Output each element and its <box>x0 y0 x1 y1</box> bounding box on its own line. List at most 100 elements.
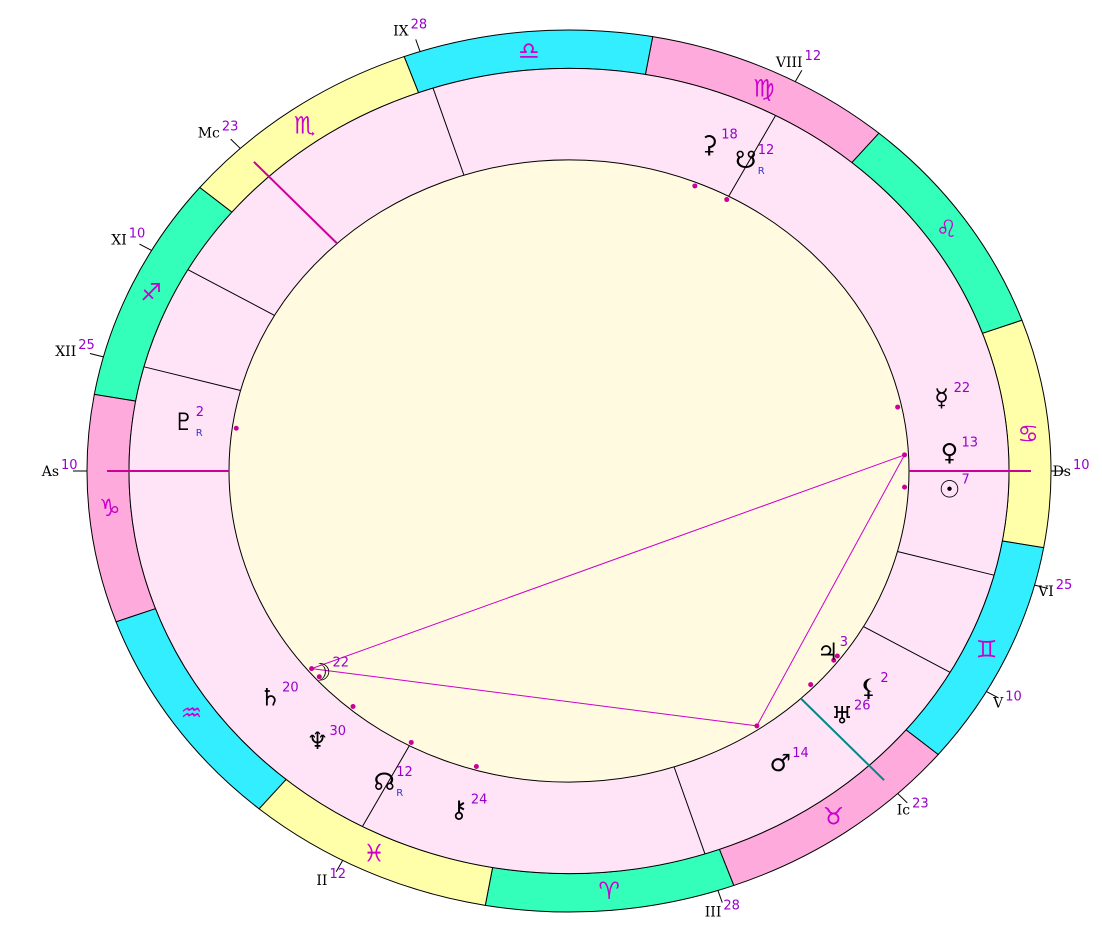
saturn-glyph: ♄ <box>259 683 281 711</box>
saturn-degree: 20 <box>282 680 299 695</box>
sun-degree: 7 <box>961 472 969 487</box>
cusp-name: V <box>992 695 1004 711</box>
cusp-line-11 <box>187 269 275 316</box>
cusp-tick-10 <box>230 138 241 149</box>
cusp-name: XII <box>55 344 76 360</box>
cancer-glyph: ♋ <box>1017 420 1039 448</box>
pisces-glyph: ♓ <box>363 839 385 867</box>
mars-marker <box>754 723 760 729</box>
south-node-glyph: ☋ <box>735 146 756 174</box>
north-node-retrograde: R <box>396 788 403 799</box>
moon-degree: 22 <box>333 655 350 670</box>
cusp-degree: 10 <box>1005 689 1022 704</box>
moon-marker <box>316 674 322 680</box>
libra-glyph: ♎ <box>518 37 540 65</box>
cusp-name: IX <box>393 24 409 40</box>
cusp-name: VIII <box>775 55 803 71</box>
jupiter-marker <box>834 653 840 659</box>
venus-marker <box>902 452 908 458</box>
venus-label: ♀13 <box>941 436 978 467</box>
cusp-tick-5 <box>986 691 999 699</box>
cusp-line-4 <box>800 697 870 767</box>
cusp-name: XI <box>111 233 127 249</box>
cusp-tick-4 <box>897 793 908 804</box>
lilith-marker <box>831 657 837 663</box>
cusp-degree: 10 <box>129 227 146 242</box>
ceres-label: ⚳18 <box>700 127 737 158</box>
cusp-line-2 <box>362 745 410 827</box>
chiron-glyph: ⚷ <box>450 796 468 824</box>
cusp-line-6 <box>897 551 995 576</box>
cusp-name: As <box>41 464 59 480</box>
pluto-glyph: ♇ <box>173 408 195 436</box>
pluto-label: ♇2R <box>173 405 204 439</box>
cusp-degree: 23 <box>222 119 239 134</box>
axis-line-ic <box>868 764 885 781</box>
cusp-name: VI <box>1037 584 1054 600</box>
cusp-tick-3 <box>717 890 723 903</box>
north-node-marker <box>408 739 414 745</box>
mars-degree: 14 <box>792 746 809 761</box>
pluto-marker <box>233 425 239 431</box>
cusp-degree: 23 <box>912 797 929 812</box>
cusp-name: Ic <box>897 803 911 819</box>
pluto-degree: 2 <box>196 405 204 420</box>
jupiter-degree: 3 <box>840 635 848 650</box>
cusp-degree: 12 <box>805 49 822 64</box>
cusp-tick-2 <box>335 860 344 872</box>
cusp-degree: 25 <box>1056 578 1073 593</box>
north-node-degree: 12 <box>396 765 413 780</box>
north-node-glyph: ☊ <box>374 768 395 796</box>
north-node-label: ☊12R <box>374 765 413 799</box>
uranus-glyph: ♅ <box>831 702 853 730</box>
zodiac-sign-ring: ♈♉♊♋♌♍♎♏♐♑♒♓ <box>86 29 1052 913</box>
uranus-degree: 26 <box>854 699 871 714</box>
cusp-degree: 10 <box>1073 458 1090 473</box>
chiron-label: ⚷24 <box>450 793 487 824</box>
chiron-degree: 24 <box>471 793 488 808</box>
cusp-tick-12 <box>89 353 104 358</box>
gemini-glyph: ♊ <box>976 635 998 663</box>
aquarius-glyph: ♒ <box>181 699 203 727</box>
cusp-degree: 12 <box>329 867 346 882</box>
uranus-label: ♅26 <box>831 699 870 730</box>
cusp-line-12 <box>143 366 241 391</box>
house-ring <box>128 67 1010 875</box>
neptune-marker <box>350 704 356 710</box>
aries-glyph: ♈ <box>598 877 620 905</box>
mercury-label: ☿22 <box>934 381 970 412</box>
cusp-degree: 25 <box>78 338 95 353</box>
leo-glyph: ♌ <box>936 215 958 243</box>
lilith-glyph: ⚸ <box>860 674 878 702</box>
lilith-label: ⚸2 <box>860 671 889 702</box>
pluto-retrograde: R <box>196 428 203 439</box>
south-node-retrograde: R <box>758 166 765 177</box>
cusp-tick-8 <box>794 70 803 82</box>
uranus-marker <box>808 682 814 688</box>
jupiter-label: ♃3 <box>817 635 848 666</box>
mars-glyph: ♂ <box>770 749 792 777</box>
cusp-name: Mc <box>198 125 220 141</box>
jupiter-glyph: ♃ <box>817 638 839 666</box>
taurus-glyph: ♉ <box>823 803 845 831</box>
venus-glyph: ♀ <box>941 439 959 467</box>
cusp-line-8 <box>728 115 776 197</box>
south-node-label: ☋12R <box>735 143 774 177</box>
cusp-name: Ds <box>1053 464 1071 480</box>
saturn-label: ♄20 <box>259 680 298 711</box>
chart-axes <box>73 39 1065 903</box>
mercury-glyph: ☿ <box>934 384 949 412</box>
ceres-marker <box>692 183 698 189</box>
cusp-line-10 <box>268 175 338 245</box>
cusp-line-5 <box>863 626 951 673</box>
planet-markers: ♂14♅26⚸2♃3☉7♀13☿22☋12R⚳18♇2R♄20☽22♆30☊12… <box>173 127 978 823</box>
scorpio-glyph: ♏ <box>294 111 316 139</box>
